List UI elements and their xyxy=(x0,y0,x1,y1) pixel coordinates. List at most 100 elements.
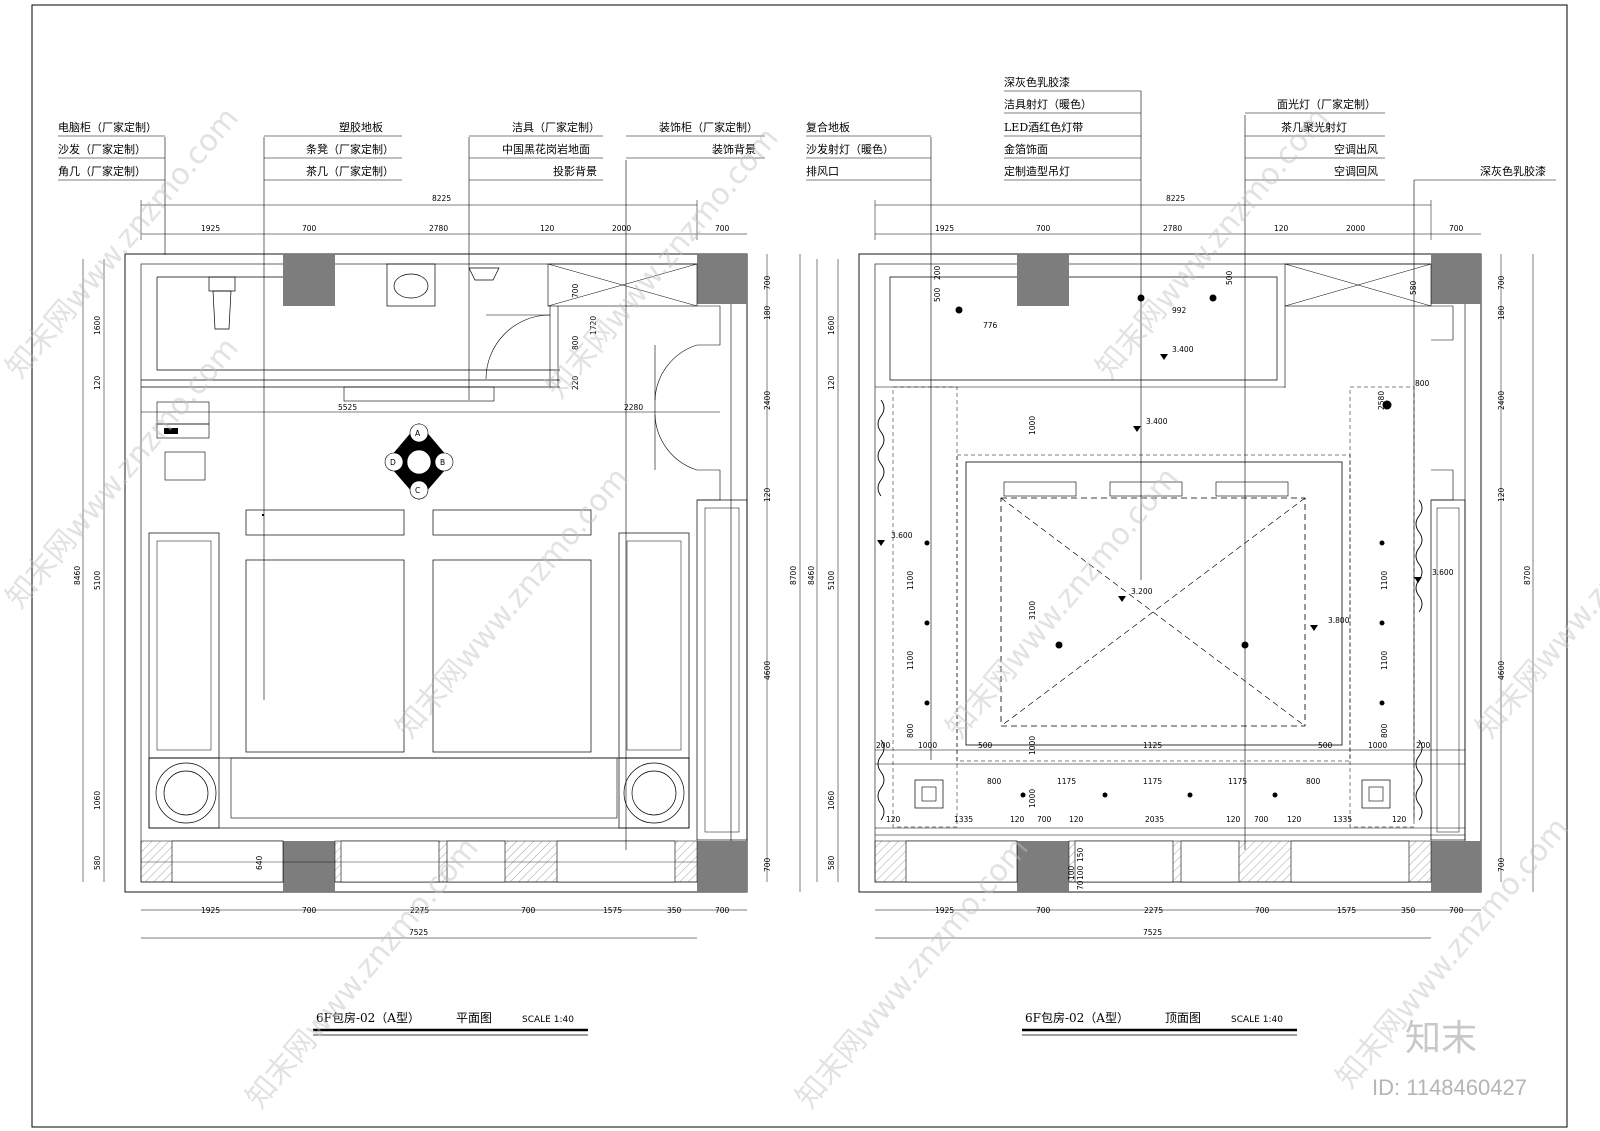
dim-top: 1925 xyxy=(935,224,954,233)
dim-inner: 1000 xyxy=(1028,736,1037,755)
ceiling-title: 6F包房-02（A型） xyxy=(1025,1010,1129,1025)
bench xyxy=(432,509,592,536)
sofa-back xyxy=(148,757,690,829)
dim-right: 700 xyxy=(763,275,772,290)
face-light xyxy=(1215,481,1289,497)
dim-right: 4600 xyxy=(1497,661,1506,680)
dim-bottom: 700 xyxy=(1255,906,1270,915)
dim-inner: 2580 xyxy=(1377,391,1386,410)
dim-bottom: 1575 xyxy=(1337,906,1356,915)
dim-inner: 640 xyxy=(255,855,264,870)
dim-left: 1600 xyxy=(93,316,102,335)
dim-bottom: 350 xyxy=(667,906,682,915)
elevation-compass: A B C D xyxy=(384,423,454,500)
label-dark-grey-paint: 深灰色乳胶漆 xyxy=(1004,75,1070,89)
watermark-text: 知末网www.znzmo.com xyxy=(1469,461,1600,745)
dim-top: 2000 xyxy=(612,224,631,233)
corner-table xyxy=(618,757,690,829)
dim-inner: 120 xyxy=(1010,815,1025,824)
label-gold-leaf: 金箔饰面 xyxy=(1004,142,1048,156)
dim-right: 700 xyxy=(1497,275,1506,290)
led-strip xyxy=(877,739,885,821)
dim-inner: 800 xyxy=(906,723,915,738)
dim-top: 700 xyxy=(1036,224,1051,233)
decorative-cabinet xyxy=(696,499,748,841)
cistern xyxy=(208,276,236,292)
dim-right: 700 xyxy=(763,857,772,872)
column xyxy=(1431,254,1481,304)
dim-inner: 500 xyxy=(1318,741,1333,750)
toilet xyxy=(212,290,232,330)
dim-inner: 800 xyxy=(571,335,580,350)
ceiling-inner-wall xyxy=(874,263,1466,883)
dim-left: 120 xyxy=(827,375,836,390)
dim-inner: 100 xyxy=(1067,865,1076,880)
exhaust-vent xyxy=(1361,779,1391,809)
basin xyxy=(386,263,436,307)
dim-inner: 1000 xyxy=(1028,416,1037,435)
label-corner-table: 角几（厂家定制） xyxy=(58,164,146,178)
label-table-spotlight: 茶几聚光射灯 xyxy=(1281,120,1347,134)
level-mark: 3.200 xyxy=(1131,587,1153,596)
dim-inner: 1100 xyxy=(1380,571,1389,590)
dim-right: 2400 xyxy=(1497,391,1506,410)
watermark-text: 知末网www.znzmo.com xyxy=(389,461,635,745)
dim-inner: 2280 xyxy=(624,403,643,412)
plan-type: 平面图 xyxy=(456,1011,492,1025)
dim-inner: 1175 xyxy=(1228,777,1247,786)
dim-inner: 500 xyxy=(933,287,942,302)
dim-bottom: 700 xyxy=(521,906,536,915)
dim-bottom: 2275 xyxy=(410,906,429,915)
dim-bottom: 1925 xyxy=(201,906,220,915)
sofa xyxy=(618,532,690,759)
dim-inner: 700 xyxy=(1254,815,1269,824)
dim-inner: 220 xyxy=(571,375,580,390)
label-sofa: 沙发（厂家定制） xyxy=(58,142,146,156)
dim-right: 180 xyxy=(763,305,772,320)
dim-bottom: 350 xyxy=(1401,906,1416,915)
ceiling-title-block: 6F包房-02（A型） 顶面图 SCALE 1:40 xyxy=(1022,1010,1297,1036)
led-strip xyxy=(1415,739,1423,821)
sheet-border xyxy=(31,4,1568,1128)
label-dark-grey-paint-2: 深灰色乳胶漆 xyxy=(1480,164,1546,178)
label-computer-cabinet: 电脑柜（厂家定制） xyxy=(58,120,157,134)
brand-logo: 知末 xyxy=(1405,1018,1477,1059)
dim-inner: 500 xyxy=(978,741,993,750)
dim-right: 120 xyxy=(1497,487,1506,502)
dim-inner: 120 xyxy=(1069,815,1084,824)
compass-c: C xyxy=(415,486,420,495)
bench xyxy=(245,509,405,536)
dim-inner: 200 xyxy=(876,741,891,750)
side-table xyxy=(164,451,206,481)
dim-top: 1925 xyxy=(201,224,220,233)
dim-right: 120 xyxy=(763,487,772,502)
sofa xyxy=(148,532,220,759)
level-mark: 3.600 xyxy=(891,531,913,540)
dim-inner: 5525 xyxy=(338,403,357,412)
dim-top: 2780 xyxy=(429,224,448,233)
compass-d: D xyxy=(390,458,396,467)
ceiling-type: 顶面图 xyxy=(1165,1011,1201,1025)
dim-bottom: 1925 xyxy=(935,906,954,915)
dim-right-total: 8700 xyxy=(789,566,798,585)
central-pendant-zone xyxy=(1000,497,1306,727)
dim-inner: 200 xyxy=(933,265,942,280)
dim-inner: 580 xyxy=(1409,280,1418,295)
label-composite-floor: 复合地板 xyxy=(806,120,850,134)
watermark-text: 知末网www.znzmo.com xyxy=(539,121,785,405)
dim-inner: 1720 xyxy=(589,316,598,335)
dim-bottom: 2275 xyxy=(1144,906,1163,915)
dim-inner: 120 xyxy=(1287,815,1302,824)
label-decor-backdrop: 装饰背景 xyxy=(712,142,756,156)
level-mark: 3.400 xyxy=(1146,417,1168,426)
dim-inner: 1100 xyxy=(906,651,915,670)
dim-left: 120 xyxy=(93,375,102,390)
dim-right-total: 8700 xyxy=(1523,566,1532,585)
label-face-light: 面光灯（厂家定制） xyxy=(1277,97,1376,111)
label-bench: 条凳（厂家定制） xyxy=(306,142,394,156)
dim-inner: 100 xyxy=(1076,865,1085,880)
dim-left: 580 xyxy=(827,855,836,870)
plan-title-block: 6F包房-02（A型） 平面图 SCALE 1:40 xyxy=(313,1010,588,1036)
dim-inner: 120 xyxy=(886,815,901,824)
